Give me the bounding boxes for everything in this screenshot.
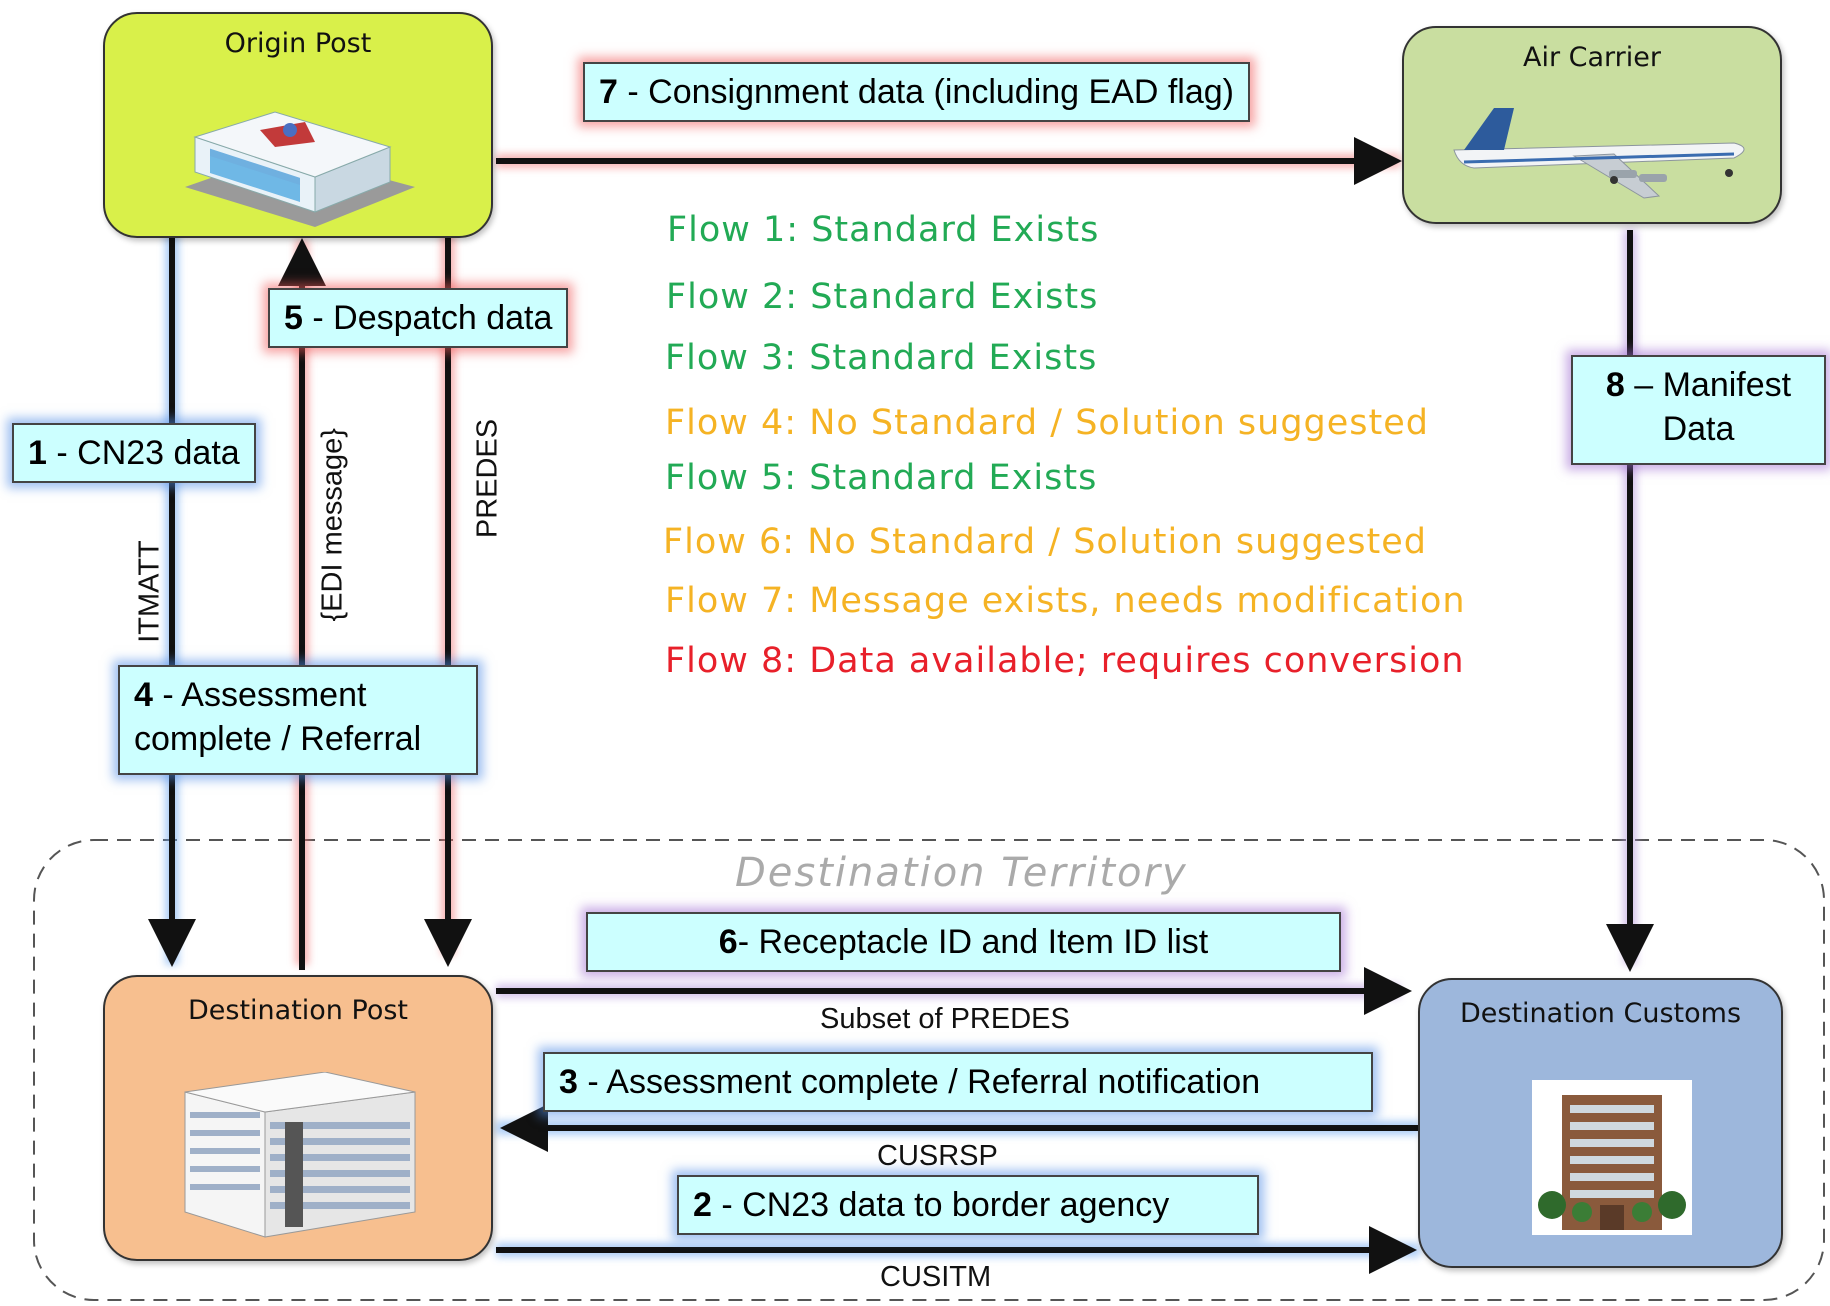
flow8-number: 8 bbox=[1605, 366, 1625, 404]
legend-item-flow7: Flow 7: Message exists, needs modificati… bbox=[665, 581, 1466, 621]
flow7-text: - Consignment data (including EAD flag) bbox=[617, 73, 1235, 111]
legend-item-flow1: Flow 1: Standard Exists bbox=[667, 210, 1100, 250]
flow6-label: 6- Receptacle ID and Item ID list bbox=[586, 912, 1341, 973]
flow5-number: 5 bbox=[284, 299, 303, 337]
flow2-number: 2 bbox=[693, 1186, 712, 1224]
flow1-number: 1 bbox=[28, 434, 47, 472]
flow8-label: 8 – Manifest Data bbox=[1571, 355, 1826, 465]
predes-message-label: PREDES bbox=[471, 418, 504, 539]
edi-message-label: {EDI message} bbox=[316, 428, 349, 622]
airplane-icon bbox=[1453, 108, 1745, 199]
air-carrier-title: Air Carrier bbox=[1523, 42, 1661, 73]
flow7-label: 7 - Consignment data (including EAD flag… bbox=[583, 62, 1251, 123]
air-carrier-node[interactable]: Air Carrier bbox=[1402, 26, 1782, 224]
itmatt-message-label: ITMATT bbox=[133, 540, 166, 643]
flow3-number: 3 bbox=[559, 1063, 578, 1101]
flow4-number: 4 bbox=[134, 676, 153, 714]
flow2-text: - CN23 data to border agency bbox=[711, 1186, 1170, 1224]
cusitm-message-label: CUSITM bbox=[880, 1261, 992, 1293]
destination-post-title: Destination Post bbox=[187, 995, 408, 1026]
customs-building-icon bbox=[1532, 1080, 1692, 1235]
destination-customs-title: Destination Customs bbox=[1459, 998, 1742, 1029]
flow3-label: 3 - Assessment complete / Referral notif… bbox=[543, 1052, 1373, 1113]
cusrsp-message-label: CUSRSP bbox=[877, 1140, 998, 1172]
legend-item-flow3: Flow 3: Standard Exists bbox=[665, 338, 1098, 378]
origin-post-node[interactable]: Origin Post bbox=[103, 12, 493, 238]
flow4-line1: - Assessment bbox=[152, 676, 367, 714]
flow6-number: 6 bbox=[718, 923, 738, 961]
legend-item-flow6: Flow 6: No Standard / Solution suggested bbox=[663, 522, 1427, 562]
flow1-text: - CN23 data bbox=[46, 434, 240, 472]
flow4-line2: complete / Referral bbox=[134, 720, 422, 759]
flow1-label: 1 - CN23 data bbox=[12, 423, 256, 484]
legend-item-flow5: Flow 5: Standard Exists bbox=[665, 458, 1098, 498]
flow5-text: - Despatch data bbox=[302, 299, 553, 337]
flow8-line1: – Manifest bbox=[1624, 366, 1792, 404]
destination-post-node[interactable]: Destination Post bbox=[103, 975, 493, 1261]
flow8-line2: Data bbox=[1662, 410, 1735, 449]
post-office-icon bbox=[185, 111, 415, 227]
flow2-label: 2 - CN23 data to border agency bbox=[677, 1175, 1259, 1236]
flow4-label: 4 - Assessment complete / Referral bbox=[118, 665, 478, 775]
destination-customs-node[interactable]: Destination Customs bbox=[1418, 978, 1783, 1268]
flow5-label: 5 - Despatch data bbox=[268, 288, 569, 349]
subset-predes-message-label: Subset of PREDES bbox=[820, 1003, 1070, 1035]
origin-post-title: Origin Post bbox=[224, 28, 372, 59]
legend-item-flow4: Flow 4: No Standard / Solution suggested bbox=[665, 403, 1429, 443]
office-building-icon bbox=[184, 1072, 416, 1238]
destination-territory-boundary bbox=[33, 839, 1825, 1301]
flow6-text: - Receptacle ID and Item ID list bbox=[737, 923, 1209, 961]
flow7-number: 7 bbox=[599, 73, 618, 111]
destination-territory-label: Destination Territory bbox=[735, 850, 1188, 896]
legend-item-flow2: Flow 2: Standard Exists bbox=[666, 277, 1099, 317]
flow3-text: - Assessment complete / Referral notific… bbox=[577, 1063, 1261, 1101]
legend-item-flow8: Flow 8: Data available; requires convers… bbox=[665, 641, 1465, 681]
